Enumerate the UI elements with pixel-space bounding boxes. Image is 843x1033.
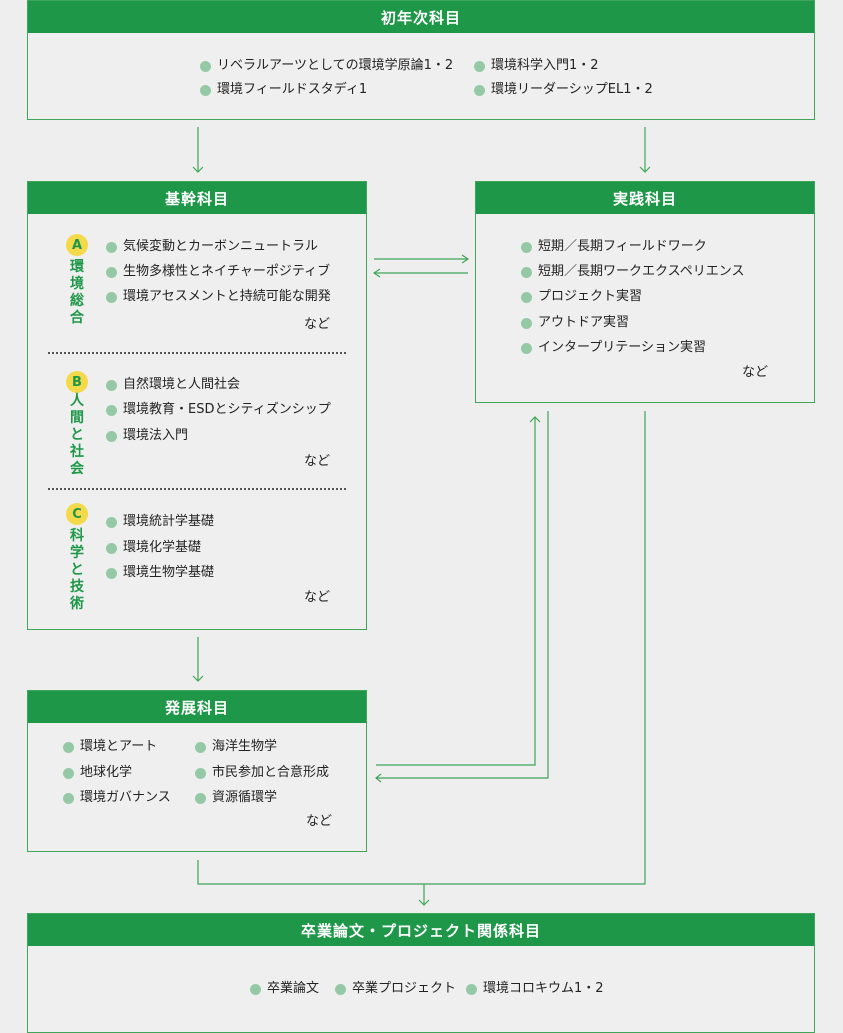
list-item: 環境ガバナンス: [63, 790, 171, 806]
bullet-dot-icon: [521, 266, 532, 278]
bullet-dot-icon: [521, 291, 532, 303]
list-item: 環境教育・ESDとシティズンシップ: [106, 402, 331, 418]
etc-label: など: [306, 814, 333, 829]
section-c-label: 科学と技術: [70, 528, 84, 612]
section-c-badge: C: [66, 503, 88, 525]
list-item: 資源循環学: [195, 790, 277, 806]
thesis-title: 卒業論文・プロジェクト関係科目: [28, 914, 814, 946]
first-year-title: 初年次科目: [28, 1, 814, 33]
basic-box: 基幹科目 A 環境総合 気候変動とカーボンニュートラル 生物多様性とネイチャーポ…: [27, 181, 367, 630]
list-item: 環境アセスメントと持続可能な開発: [106, 289, 331, 305]
bullet-dot-icon: [521, 241, 532, 253]
list-item: 環境コロキウム1・2: [466, 981, 604, 997]
advanced-title: 発展科目: [28, 691, 366, 723]
list-item: 環境化学基礎: [106, 540, 201, 556]
list-item: 短期／長期フィールドワーク: [521, 239, 707, 255]
section-b-label: 人間と社会: [70, 393, 84, 477]
list-item: 環境とアート: [63, 739, 157, 755]
bullet-dot-icon: [195, 741, 206, 753]
list-item: 地球化学: [63, 765, 132, 781]
bullet-dot-icon: [335, 983, 346, 995]
bullet-dot-icon: [250, 983, 261, 995]
list-item: 環境統計学基礎: [106, 514, 214, 530]
bullet-dot-icon: [106, 379, 117, 391]
list-item: 卒業論文: [250, 981, 319, 997]
list-item: プロジェクト実習: [521, 289, 642, 305]
list-item: 海洋生物学: [195, 739, 277, 755]
bullet-dot-icon: [466, 983, 477, 995]
list-item: 環境生物学基礎: [106, 565, 214, 581]
section-divider: [48, 488, 346, 490]
list-item: アウトドア実習: [521, 315, 629, 331]
bullet-dot-icon: [106, 430, 117, 442]
first-year-box: 初年次科目 リベラルアーツとしての環境学原論1・2 環境科学入門1・2 環境フィ…: [27, 0, 815, 120]
bullet-dot-icon: [63, 741, 74, 753]
etc-label: など: [304, 590, 331, 605]
bullet-dot-icon: [474, 60, 485, 72]
bullet-dot-icon: [106, 567, 117, 579]
section-a-badge: A: [66, 234, 88, 256]
list-item: 自然環境と人間社会: [106, 377, 240, 393]
bullet-dot-icon: [106, 266, 117, 278]
list-item: 環境フィールドスタディ1: [200, 82, 367, 98]
bullet-dot-icon: [63, 767, 74, 779]
list-item: リベラルアーツとしての環境学原論1・2: [200, 58, 453, 74]
list-item: インタープリテーション実習: [521, 340, 706, 356]
list-item: 環境法入門: [106, 428, 188, 444]
list-item: 卒業プロジェクト: [335, 981, 456, 997]
list-item: 環境科学入門1・2: [474, 58, 599, 74]
bullet-dot-icon: [63, 792, 74, 804]
list-item: 生物多様性とネイチャーポジティブ: [106, 264, 330, 280]
bullet-dot-icon: [106, 291, 117, 303]
bullet-dot-icon: [200, 60, 211, 72]
bullet-dot-icon: [106, 404, 117, 416]
section-divider: [48, 352, 346, 354]
practice-box: 実践科目 短期／長期フィールドワーク 短期／長期ワークエクスペリエンス プロジェ…: [475, 181, 815, 403]
list-item: 短期／長期ワークエクスペリエンス: [521, 264, 744, 280]
bullet-dot-icon: [521, 342, 532, 354]
advanced-box: 発展科目 環境とアート 海洋生物学 地球化学 市民参加と合意形成 環境ガバナンス…: [27, 690, 367, 852]
bullet-dot-icon: [474, 84, 485, 96]
bullet-dot-icon: [521, 317, 532, 329]
section-b-badge: B: [66, 371, 88, 393]
basic-title: 基幹科目: [28, 182, 366, 214]
bullet-dot-icon: [106, 241, 117, 253]
list-item: 市民参加と合意形成: [195, 765, 329, 781]
bullet-dot-icon: [106, 542, 117, 554]
etc-label: など: [304, 454, 331, 469]
etc-label: など: [304, 317, 331, 332]
section-a-label: 環境総合: [70, 259, 84, 326]
thesis-box: 卒業論文・プロジェクト関係科目 卒業論文 卒業プロジェクト 環境コロキウム1・2: [27, 913, 815, 1033]
bullet-dot-icon: [195, 792, 206, 804]
practice-title: 実践科目: [476, 182, 814, 214]
etc-label: など: [742, 365, 769, 380]
bullet-dot-icon: [106, 516, 117, 528]
bullet-dot-icon: [195, 767, 206, 779]
bullet-dot-icon: [200, 84, 211, 96]
list-item: 気候変動とカーボンニュートラル: [106, 239, 318, 255]
list-item: 環境リーダーシップEL1・2: [474, 82, 653, 98]
